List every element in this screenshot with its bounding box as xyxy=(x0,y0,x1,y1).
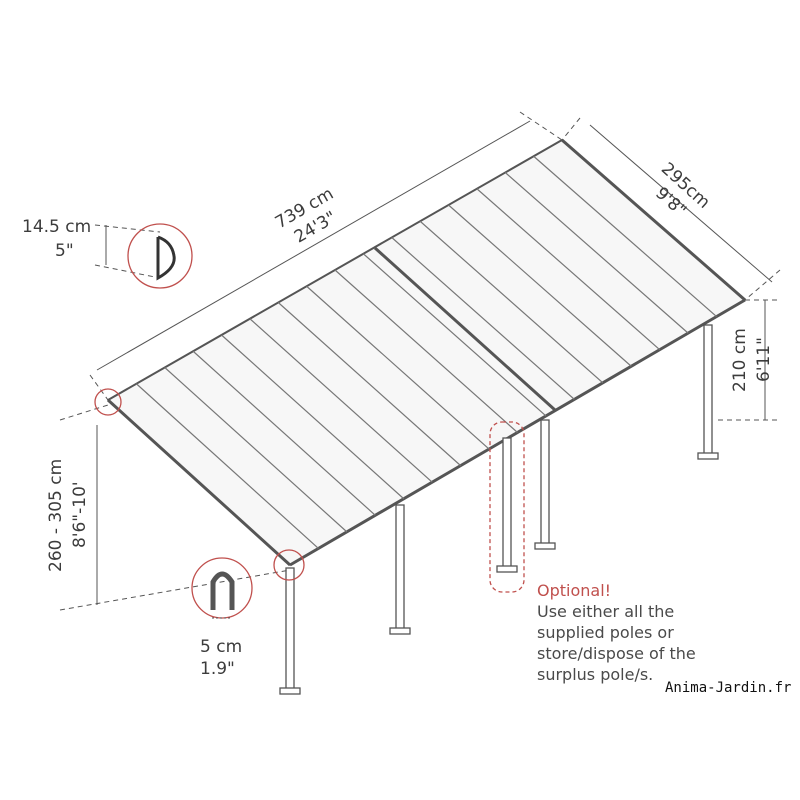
roof-panel-rib xyxy=(192,350,376,516)
front-height-ft-label: 6'11" xyxy=(754,337,774,383)
post-base xyxy=(389,627,411,635)
post xyxy=(395,504,405,631)
profile-in-label: 5" xyxy=(55,241,74,261)
post-profile-shape xyxy=(210,571,235,610)
wall-height-ft-label: 8'6"-10' xyxy=(70,481,90,549)
wall-height-cm-label: 260 - 305 cm xyxy=(46,458,66,572)
front-height-cm-label: 210 cm xyxy=(730,328,750,392)
length-dimension-line xyxy=(96,120,531,371)
side-gutter-right xyxy=(561,138,746,302)
middle-seam xyxy=(373,246,557,412)
roof-panel-rib xyxy=(249,318,433,483)
roof-panel-rib xyxy=(419,220,604,384)
watermark: Anima-Jardin.fr xyxy=(665,680,792,696)
roof-panel-rib xyxy=(533,155,717,318)
wall-height-label-group: 260 - 305 cm 8'6"-10' xyxy=(44,420,92,610)
roof-panel-rib xyxy=(277,302,462,467)
optional-post xyxy=(502,437,512,569)
profile-d-shape xyxy=(156,235,176,281)
roof-panel-rib xyxy=(391,237,575,400)
optional-post-highlight xyxy=(489,421,525,593)
front-height-label-group: 210 cm 6'11" xyxy=(728,300,776,420)
post-base xyxy=(697,452,719,460)
post-detail-circle xyxy=(191,557,253,619)
roof-panel-rib xyxy=(476,188,661,351)
post-base xyxy=(496,565,518,573)
post-base xyxy=(279,687,301,695)
roof-panel-rib xyxy=(362,253,547,417)
roof-panel-rib xyxy=(306,285,490,450)
roof-outline xyxy=(106,139,747,566)
roof-panel-rib xyxy=(221,334,405,500)
post xyxy=(285,567,295,691)
roof-panel-rib xyxy=(164,367,348,533)
post-cm-label: 5 cm xyxy=(200,637,243,657)
post xyxy=(703,324,713,456)
corner-detail-circle xyxy=(273,549,305,581)
corner-detail-circle xyxy=(94,388,122,416)
side-gutter-left xyxy=(106,398,292,567)
post-in-label: 1.9" xyxy=(200,659,235,679)
roof-panel-rib xyxy=(504,172,689,334)
post xyxy=(540,419,550,546)
roof-panel-rib xyxy=(334,269,518,433)
note-line: store/dispose of the xyxy=(537,644,696,663)
roof-panel-rib xyxy=(448,204,632,367)
profile-detail-circle xyxy=(127,223,193,289)
note-line: Use either all the xyxy=(537,602,675,621)
profile-cm-label: 14.5 cm xyxy=(22,217,92,237)
width-dimension-line xyxy=(589,124,773,283)
roof-panel-rib xyxy=(135,383,319,549)
optional-note: Optional! Use either all the supplied po… xyxy=(537,580,696,685)
note-line: surplus pole/s. xyxy=(537,665,654,684)
extension-lines xyxy=(59,111,781,611)
note-line: supplied poles or xyxy=(537,623,674,642)
post-base xyxy=(534,542,556,550)
note-title: Optional! xyxy=(537,581,612,600)
